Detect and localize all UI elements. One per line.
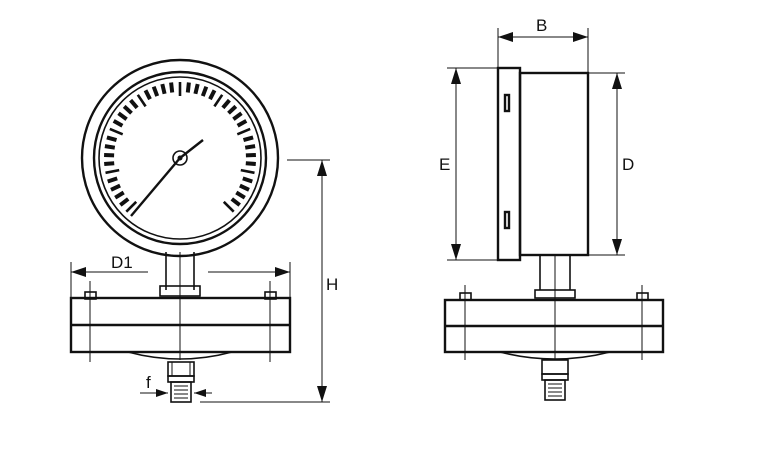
label-e: E	[439, 155, 450, 174]
dial-tick	[208, 89, 217, 101]
dimension-f: f	[140, 373, 212, 397]
side-case	[518, 71, 590, 257]
dial-tick	[160, 83, 167, 95]
dial-tick	[221, 98, 231, 110]
dial-tick	[117, 111, 128, 121]
label-d1: D1	[111, 253, 133, 272]
dimension-d: D	[588, 72, 634, 256]
label-f: f	[146, 373, 151, 392]
dial-tick	[110, 183, 121, 192]
label-h: H	[326, 275, 338, 294]
diaphragm-flange	[69, 252, 292, 362]
dial-tick	[242, 135, 254, 143]
dimension-b: B	[497, 16, 589, 73]
dial-tick	[119, 197, 130, 207]
dial-tick	[105, 168, 120, 175]
dial-tick	[104, 161, 115, 166]
side-process-connection	[541, 359, 569, 401]
dial-tick	[242, 176, 253, 184]
pointer	[130, 139, 204, 217]
dimension-d1: D1	[70, 253, 291, 298]
dial-tick	[104, 144, 116, 150]
dial-tick	[125, 200, 138, 213]
dial-tick	[230, 197, 241, 207]
dial-tick	[239, 183, 250, 192]
process-connection	[167, 361, 195, 403]
dial-tick	[235, 190, 246, 200]
dimension-e: E	[439, 67, 498, 261]
dial-tick	[200, 86, 209, 97]
dial-tick	[193, 83, 200, 95]
side-view: B E D	[439, 16, 665, 401]
dial-tick	[213, 94, 224, 108]
gauge-bezel	[92, 70, 268, 246]
dial-tick	[122, 104, 133, 115]
dimension-h: H	[200, 159, 338, 403]
dial-tick	[136, 94, 147, 108]
dial-tick	[151, 86, 160, 97]
dial-tick	[129, 98, 139, 110]
dial-tick	[244, 144, 256, 150]
gauge-dial	[98, 76, 262, 240]
dial-tick	[245, 161, 256, 166]
dial-tick	[143, 89, 152, 101]
front-view: D1 H f	[69, 58, 338, 403]
dial-tick	[106, 135, 118, 143]
dial-tick	[222, 200, 235, 213]
dial-tick	[227, 104, 238, 115]
dial-tick	[112, 119, 124, 128]
dial-tick	[232, 111, 243, 121]
label-b: B	[536, 16, 547, 35]
dial-tick	[185, 82, 191, 93]
dial-tick	[240, 168, 255, 175]
dial-tick	[236, 127, 251, 136]
dial-tick	[107, 176, 118, 184]
dial-scale-ticks	[104, 82, 256, 213]
dial-tick	[109, 127, 124, 136]
dial-tick	[114, 190, 125, 200]
dial-tick	[236, 119, 248, 128]
dial-tick	[169, 82, 175, 93]
label-d: D	[622, 155, 634, 174]
side-flange	[443, 255, 665, 360]
